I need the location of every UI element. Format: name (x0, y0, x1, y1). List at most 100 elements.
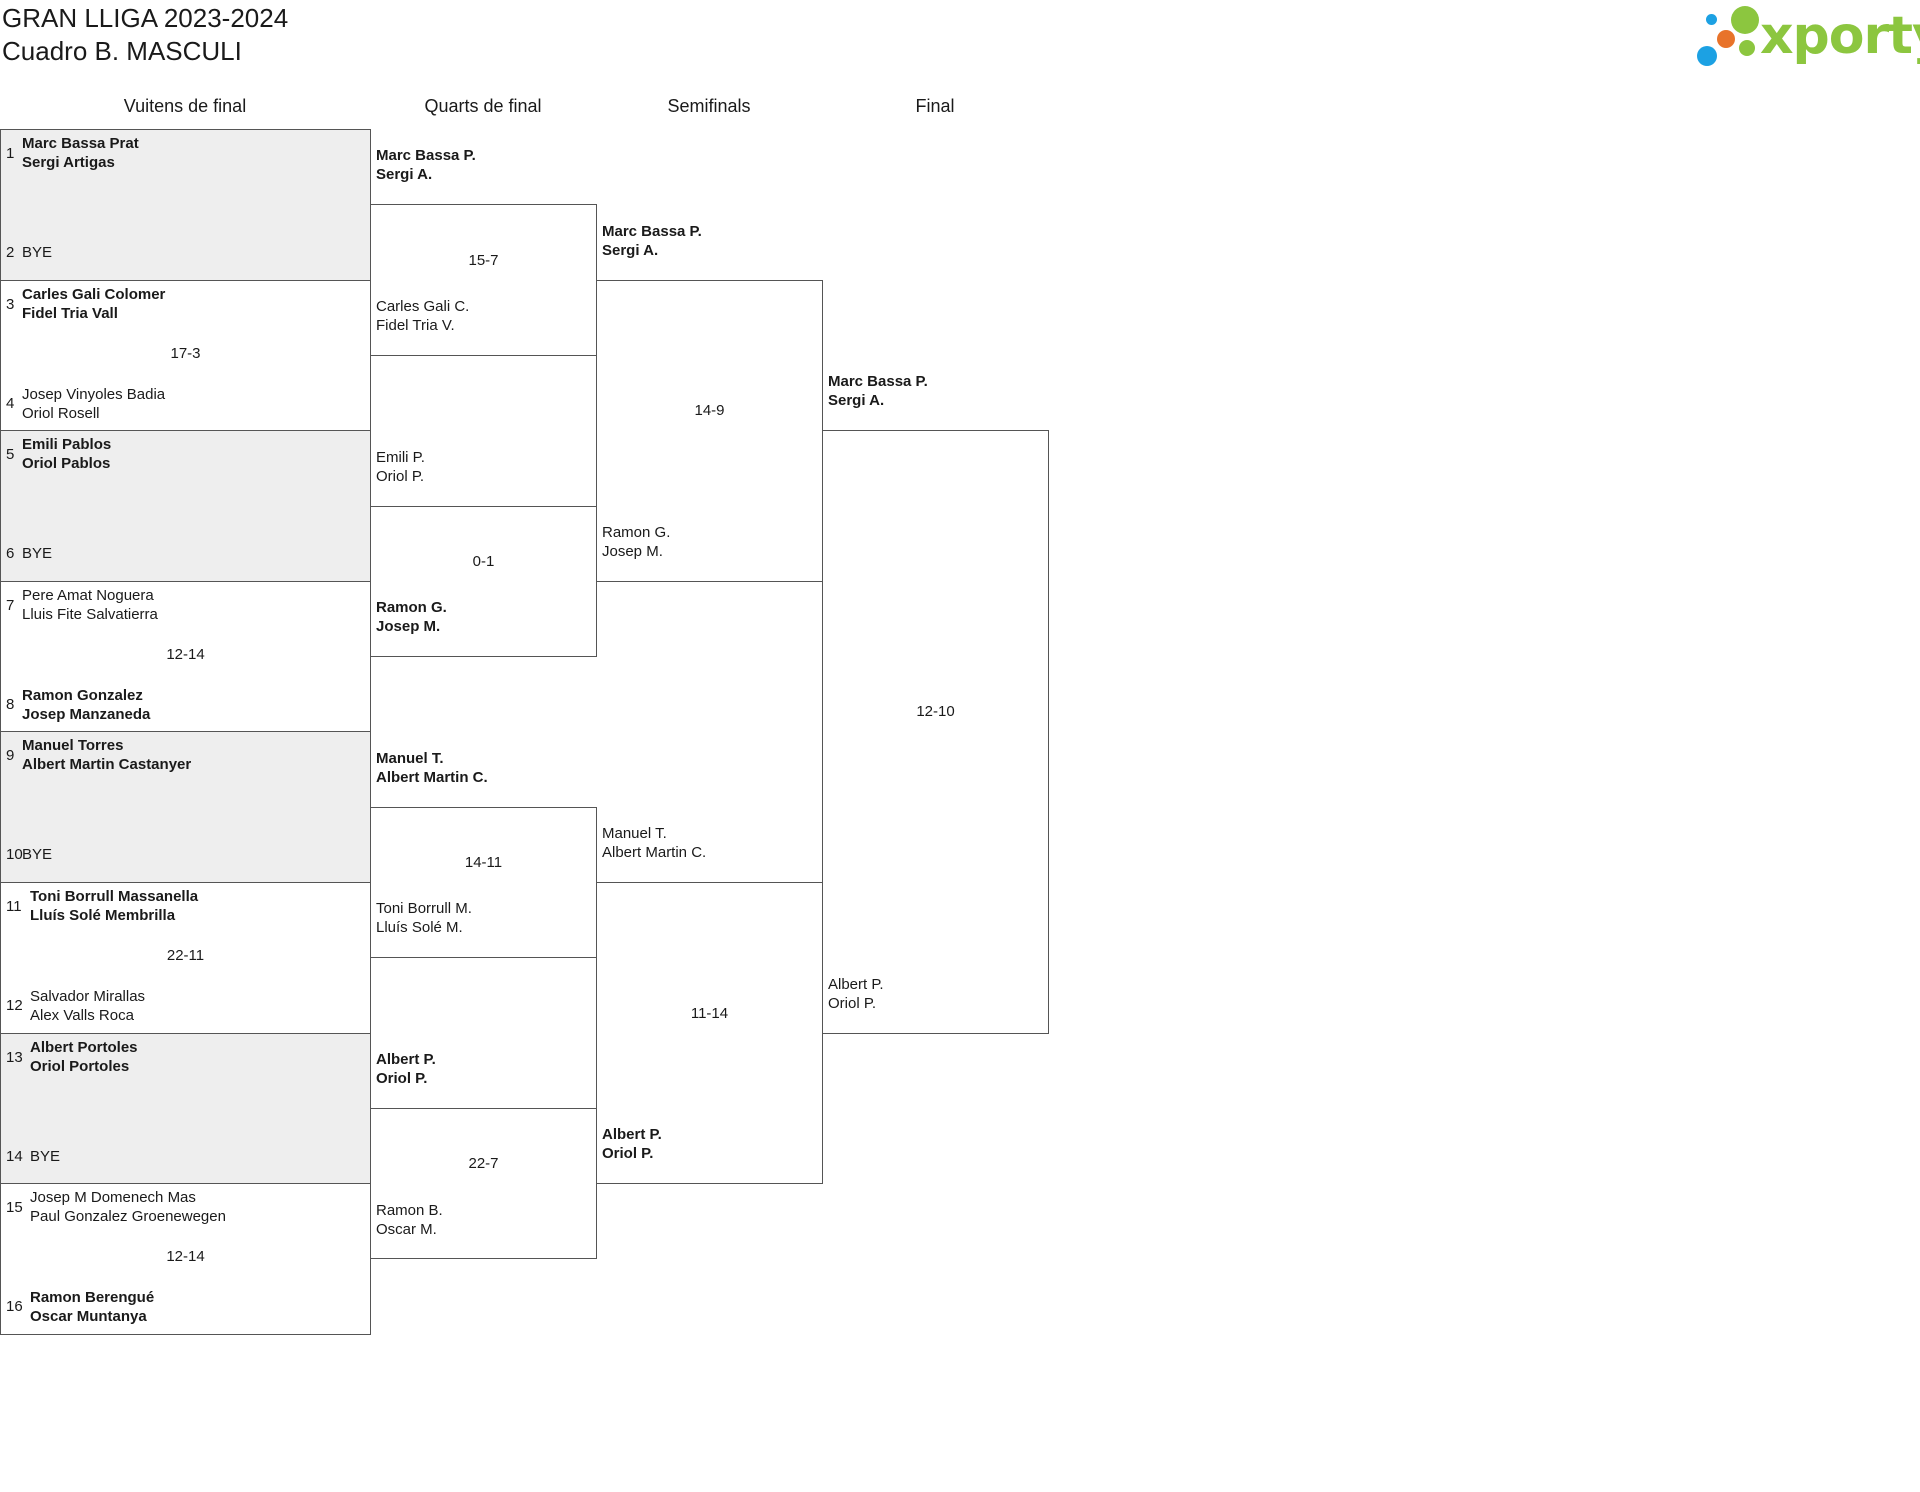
player-name: Toni Borrull M. (376, 900, 472, 918)
player-name: Albert P. (828, 975, 884, 993)
player-name: Oriol Pablos (22, 455, 111, 473)
team-entry: Ramon G.Josep M. (602, 523, 670, 561)
player-name: BYE (22, 244, 53, 261)
round-header-sf: Semifinals (667, 96, 751, 116)
player-name: Marc Bassa P. (602, 222, 702, 240)
player-name: Josep Vinyoles Badia (22, 385, 166, 403)
player-name: Albert P. (602, 1126, 662, 1144)
player-name: Ramon G. (376, 599, 447, 617)
player-name: Oriol Portoles (30, 1057, 130, 1075)
player-name: Emili Pablos (22, 436, 112, 454)
team-entry: Albert P.Oriol P. (602, 1125, 662, 1163)
team-entry: Toni Borrull M.Lluís Solé M. (376, 899, 472, 937)
player-name: Albert Martin Castanyer (22, 756, 192, 774)
team-entry: BYE (22, 845, 52, 864)
player-name: Albert Martin C. (602, 844, 707, 861)
seed-number: 7 (6, 596, 15, 614)
seed-number: 9 (6, 747, 15, 765)
match-box-r16 (0, 430, 371, 582)
match-box-r16 (0, 129, 371, 281)
player-name: BYE (22, 846, 53, 864)
logo-green-dot (1731, 6, 1759, 34)
team-entry: Marc Bassa P.Sergi A. (828, 372, 928, 410)
seed-number: 10 (6, 846, 23, 864)
team-entry: Albert P.Oriol P. (828, 975, 884, 1013)
player-name: Fidel Tria V. (376, 316, 455, 334)
player-name: Sergi A. (828, 392, 885, 410)
logo-wordmark: xporty (1760, 6, 1920, 66)
player-name: Oriol P. (602, 1145, 654, 1163)
team-entry: Manuel T. Albert Martin C. (602, 824, 706, 862)
team-entry: BYE (22, 544, 52, 563)
player-name: Carles Gali C. (376, 297, 470, 315)
team-entry: BYE (22, 243, 52, 262)
team-entry: Marc Bassa P.Sergi A. (602, 222, 702, 260)
round-header-r16: Vuitens de final (123, 96, 247, 116)
player-name: Oriol P. (376, 467, 425, 485)
player-name: Josep Manzaneda (22, 705, 151, 723)
match-score: 12-10 (916, 703, 955, 721)
player-name: Manuel T. (602, 825, 667, 842)
player-name: Carles Gali Colomer (22, 285, 166, 303)
player-name: Alex Valls Roca (30, 1007, 134, 1024)
team-entry: Manuel T.Albert Martin C. (376, 749, 488, 787)
xporty-logo: xporty (1695, 4, 1920, 68)
match-score: 0-1 (472, 552, 495, 570)
team-entry: BYE (30, 1147, 60, 1166)
logo-blue-dot (1697, 46, 1717, 66)
player-name: BYE (22, 545, 53, 563)
match-score: 14-9 (694, 402, 725, 420)
player-name: Ramon Gonzalez (22, 686, 143, 704)
seed-number: 3 (6, 295, 15, 313)
player-name: Oscar M. (376, 1220, 437, 1238)
player-name: Josep M. (602, 542, 663, 560)
seed-number: 14 (6, 1147, 23, 1165)
player-name: Emili P. (376, 448, 425, 466)
player-name: Marc Bassa P. (376, 147, 476, 165)
player-name: Ramon B. (376, 1201, 443, 1219)
player-name: Fidel Tria Vall (22, 304, 118, 322)
player-name: Oriol P. (376, 1069, 428, 1087)
match-score: 11-14 (690, 1004, 729, 1022)
player-name: Pere Amat Noguera (22, 586, 154, 604)
player-name: Ramon G. (602, 523, 671, 541)
logo-orange-dot (1717, 30, 1735, 48)
player-name: Albert Martin C. (376, 768, 488, 786)
player-name: Manuel T. (376, 749, 444, 767)
player-name: Ramon Berengué (30, 1289, 155, 1307)
match-score: 12-14 (166, 645, 205, 663)
team-entry: Emili P.Oriol P. (376, 448, 425, 486)
seed-number: 6 (6, 545, 15, 563)
player-name: Albert Portoles (30, 1038, 138, 1056)
player-name: Albert P. (376, 1050, 436, 1068)
seed-number: 2 (6, 244, 15, 261)
match-box-final (822, 430, 1049, 1034)
team-entry: Ramon G.Josep M. (376, 598, 447, 636)
match-box-r16 (0, 1032, 371, 1185)
player-name: Lluís Solé Membrilla (30, 907, 176, 924)
seed-number: 4 (6, 394, 15, 412)
team-entry: Ramon B.Oscar M. (376, 1201, 443, 1239)
round-header-qf: Quarts de final (424, 96, 542, 116)
logo-blue-dot-small (1706, 14, 1717, 25)
player-name: Salvador Mirallas (30, 988, 146, 1005)
player-name: Marc Bassa P. (828, 373, 928, 391)
player-name: Sergi A. (376, 166, 433, 184)
player-name: Josep M Domenech Mas (30, 1189, 196, 1207)
seed-number: 8 (6, 695, 15, 713)
seed-number: 16 (6, 1298, 23, 1316)
player-name: Marc Bassa Prat (22, 135, 139, 152)
match-score: 14-11 (464, 854, 503, 871)
